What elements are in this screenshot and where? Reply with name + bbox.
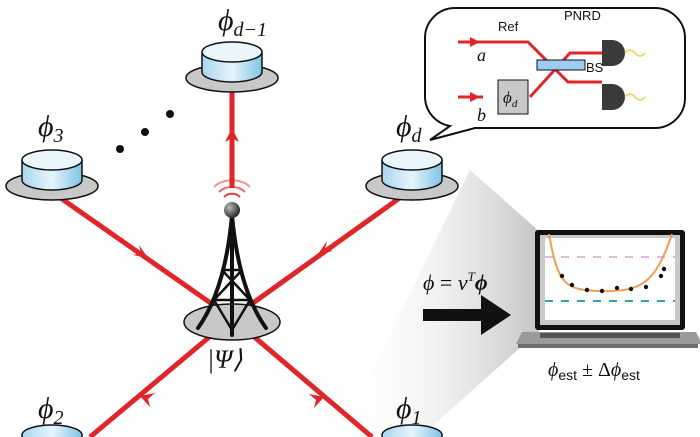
node-phi-d-minus-1[interactable]: [185, 41, 279, 93]
node-phi-1[interactable]: [381, 424, 443, 437]
label-phi-2: ϕ2: [38, 392, 64, 429]
arrow-up: [225, 128, 239, 142]
arrow-phi1: [309, 394, 324, 408]
pnrd-label: PNRD: [564, 8, 601, 23]
arrow-phid: [318, 241, 333, 254]
pnrd-detector-top: [602, 40, 646, 66]
node-phi-d[interactable]: [365, 149, 459, 201]
interferometer-inset: [424, 7, 686, 141]
phase-label: ϕd: [503, 88, 518, 110]
pnrd-detector-bottom: [602, 84, 646, 110]
processing-arrow-icon: [423, 295, 511, 335]
arrow-phi2: [140, 393, 155, 407]
tower-ball: [224, 202, 240, 218]
arrow-phi3: [133, 245, 148, 258]
source-tower[interactable]: [183, 179, 281, 341]
formula: ϕ = νTϕ: [423, 269, 488, 295]
beam-arrows: [133, 128, 333, 408]
beam-to-phi-d: [230, 189, 410, 321]
label-phi-d-minus-1: ϕd−1: [218, 4, 267, 41]
beam-splitter: [536, 59, 586, 71]
source-state-label: |Ψ⟩: [207, 345, 243, 374]
signal-waves-icon: [213, 179, 251, 198]
ellipsis-dots: [116, 110, 174, 153]
plot-on-screen: [545, 233, 675, 302]
label-phi-d: ϕd: [396, 110, 423, 147]
input-b-label: b: [477, 105, 486, 125]
node-phi-3[interactable]: [5, 149, 99, 201]
node-phi-2[interactable]: [21, 424, 83, 437]
label-phi-1: ϕ1: [396, 392, 422, 429]
estimate-label: ϕest ± Δϕest: [548, 359, 640, 383]
projection-shade: [340, 170, 540, 437]
label-phi-3: ϕ3: [38, 110, 64, 147]
phase-shifter-box: [497, 79, 529, 115]
laptop[interactable]: [516, 230, 700, 348]
bs-label: BS: [586, 60, 604, 75]
input-a-label: a: [477, 45, 486, 65]
ref-label: Ref: [498, 19, 519, 34]
